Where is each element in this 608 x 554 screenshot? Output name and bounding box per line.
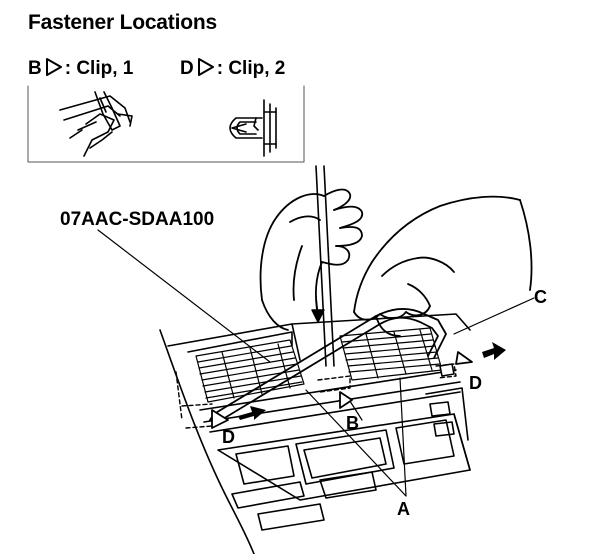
legend-d-text: : Clip, 2 — [216, 58, 286, 79]
down-arrow-icon — [311, 295, 325, 323]
outline-triangle-icon — [197, 58, 214, 76]
clip-d-right-mark — [439, 363, 455, 377]
clip-2-illustration — [229, 99, 277, 157]
arrow-right-icon — [482, 342, 506, 360]
outline-triangle-icon — [45, 58, 62, 76]
tool-part-number-label: 07AAC-SDAA100 — [60, 209, 215, 230]
callout-d-left: D — [222, 427, 235, 447]
marker-d-left-triangle-icon — [211, 409, 229, 429]
removal-direction-arrows — [238, 342, 506, 420]
clip-detail-inset — [27, 85, 305, 163]
legend-clip-2: D : Clip, 2 — [180, 58, 285, 78]
right-air-vent — [339, 327, 443, 381]
page-title: Fastener Locations — [28, 11, 217, 34]
legend-d-letter: D — [180, 58, 194, 79]
callout-b: B — [346, 413, 359, 433]
clip-1-illustration — [59, 91, 133, 157]
left-hand — [259, 188, 364, 331]
callout-d-right: D — [469, 373, 482, 393]
dashboard-panel — [159, 313, 471, 554]
legend-clip-1: B : Clip, 1 — [28, 58, 133, 78]
right-hand — [353, 195, 533, 321]
callout-c: C — [534, 287, 547, 307]
trim-tool-07AAC-SDAA100 — [209, 308, 447, 423]
clip-location-markers — [211, 351, 473, 429]
marker-d-right-triangle-icon — [455, 351, 473, 365]
legend-b-letter: B — [28, 58, 42, 79]
arrow-right-icon — [238, 406, 266, 420]
marker-b-triangle-icon — [339, 391, 353, 409]
legend-b-text: : Clip, 1 — [64, 58, 134, 79]
left-air-vent — [195, 339, 305, 403]
callout-a: A — [397, 499, 410, 519]
